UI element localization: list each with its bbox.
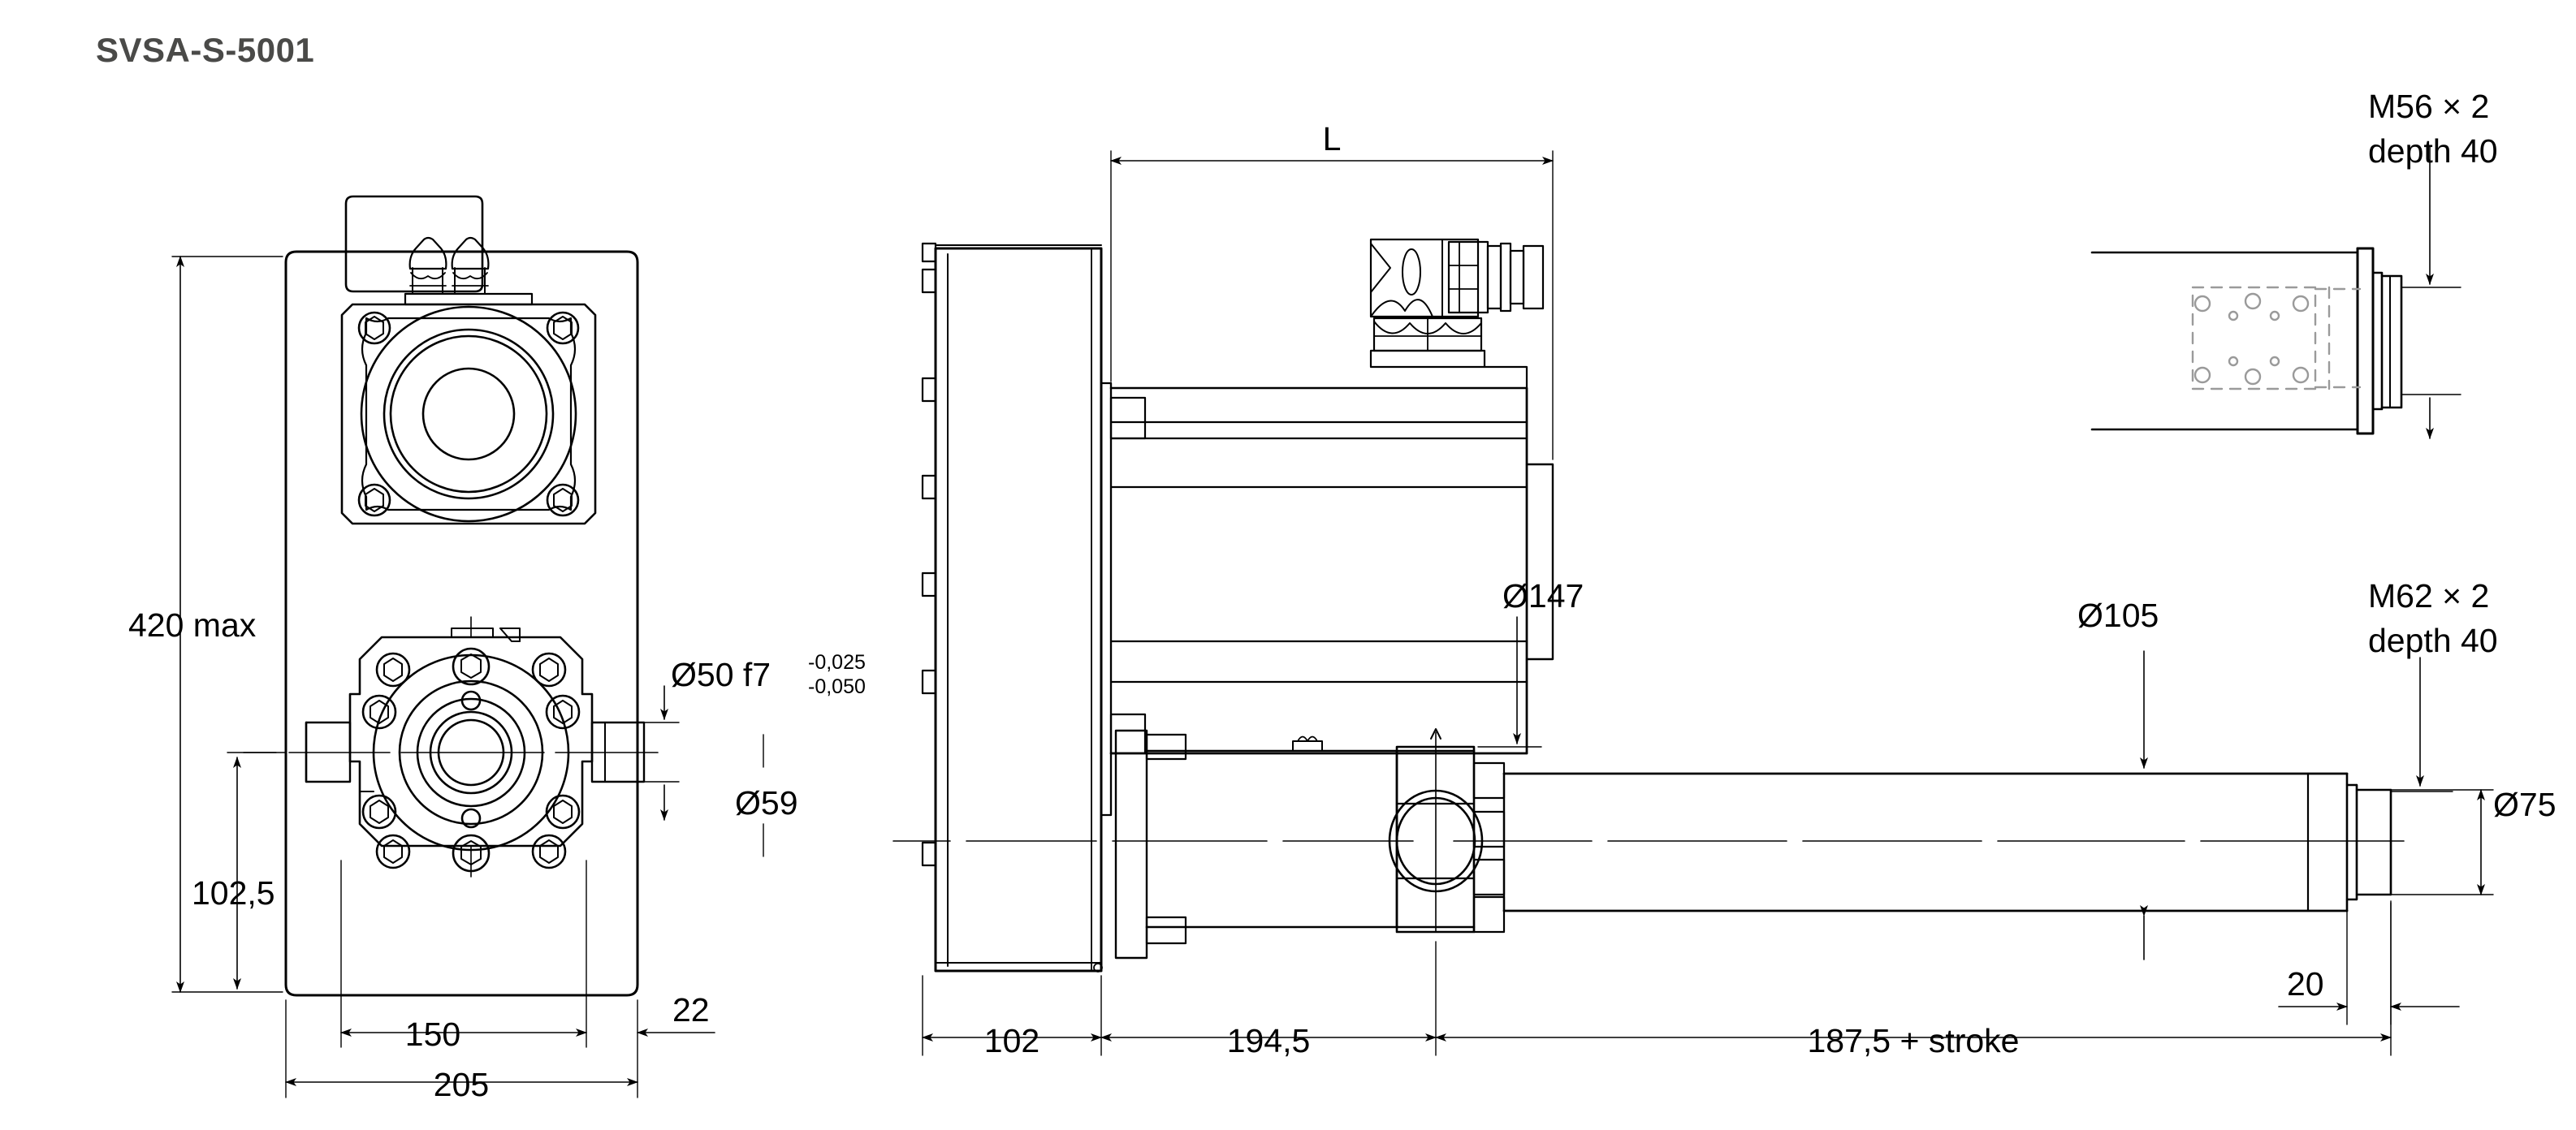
front-view [243, 195, 659, 997]
dimension-text-layer: 420 max 102,5 150 205 22 Ø50 f7 -0,025 -… [128, 88, 2557, 1103]
side-actuator-body [893, 728, 2405, 960]
dim-rear-thread-depth: depth 40 [2368, 132, 2498, 170]
front-view-dimensions [171, 256, 764, 1098]
dim-shaft-diameter: Ø50 f7 [671, 656, 771, 693]
dim-rod-thread-depth: depth 40 [2368, 622, 2498, 659]
dim-shaft-tol-upper: -0,025 [808, 651, 866, 674]
dim-overall-width: 205 [434, 1066, 489, 1103]
front-connector-plugs [408, 236, 490, 295]
dim-motor-length: L [1323, 120, 1342, 157]
side-view [893, 238, 2405, 973]
front-gearbox-flange [305, 628, 646, 873]
side-connector [1369, 238, 1545, 390]
dim-rear-thread: M56 × 2 [2368, 88, 2489, 125]
front-mounting-plate [284, 250, 639, 997]
dim-shaft-tol-lower: -0,050 [808, 675, 866, 698]
dim-bolt-width: 150 [405, 1016, 460, 1053]
side-motor-body [1100, 238, 1554, 817]
dim-pilot-diameter: Ø59 [735, 784, 798, 822]
dim-rod-thread: M62 × 2 [2368, 577, 2489, 615]
dim-rod-length: 187,5 + stroke [1808, 1022, 2020, 1059]
rear-mount-detail-view [2090, 145, 2461, 439]
dim-rod-end-length: 20 [2287, 965, 2324, 1003]
dim-edge-offset: 22 [672, 991, 710, 1029]
side-mounting-plate [921, 242, 1103, 973]
dim-axis-height: 102,5 [192, 874, 275, 912]
rod-end-detail-dimensions [2140, 650, 2494, 1025]
dim-gearbox-diameter: Ø147 [1502, 577, 1584, 615]
dim-rod-diameter: Ø75 [2493, 786, 2557, 823]
front-motor-flange [340, 195, 597, 525]
side-view-dimensions [922, 150, 2392, 1056]
dim-tube-diameter: Ø105 [2077, 597, 2159, 634]
hidden-bolt-pattern [2191, 286, 2362, 390]
dim-overall-height: 420 max [128, 606, 257, 644]
dim-housing-length: 194,5 [1227, 1022, 1311, 1059]
dim-plate-thickness: 102 [984, 1022, 1039, 1059]
page-title: SVSA-S-5001 [96, 31, 315, 69]
